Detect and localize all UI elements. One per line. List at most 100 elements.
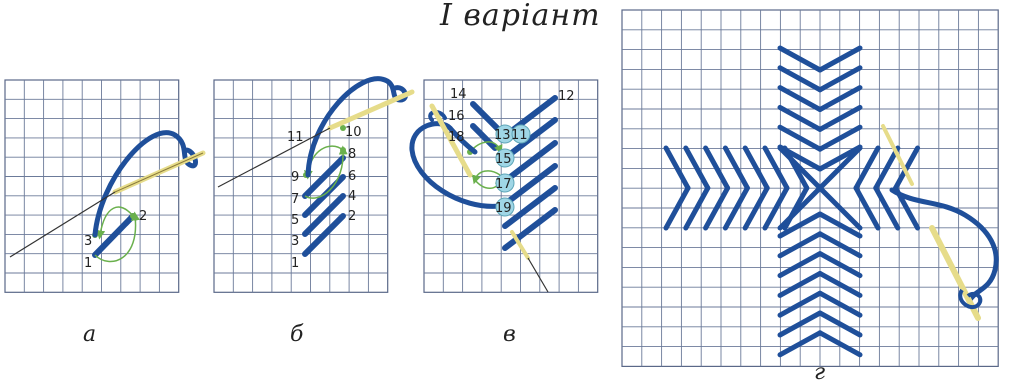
stitch: [777, 104, 823, 132]
stitch: [817, 124, 863, 152]
stitch: [817, 330, 863, 358]
stitch: [817, 211, 863, 239]
stitch: [777, 310, 823, 338]
stitch: [777, 145, 863, 231]
stitch: [873, 145, 901, 191]
stitch-number: 3: [84, 234, 92, 249]
thread: [958, 288, 983, 310]
point-marker: [495, 173, 515, 193]
stitch: [683, 145, 711, 191]
caption-g: г: [814, 360, 826, 385]
stitch: [777, 124, 823, 152]
stitch-number: 3: [291, 234, 299, 249]
stitch: [817, 85, 863, 113]
stitch: [817, 104, 863, 132]
stitch: [853, 185, 881, 231]
stitch: [817, 270, 863, 298]
stitch-number: 2: [348, 209, 356, 224]
variant-title: І варіант: [440, 0, 601, 33]
stitch: [470, 123, 498, 151]
thread: [92, 130, 198, 238]
stitch-point: [340, 125, 346, 131]
needle-shaft: [217, 127, 331, 188]
stitch: [777, 270, 823, 298]
stitch: [703, 145, 731, 191]
stitch: [502, 185, 558, 229]
stitch: [777, 330, 823, 358]
needle: [881, 124, 914, 186]
stitch: [703, 185, 731, 231]
stitch: [817, 290, 863, 318]
stitch-number: 11: [287, 130, 304, 145]
stitch-number: 1: [291, 256, 299, 271]
needle: [510, 230, 530, 260]
stitch: [722, 185, 750, 231]
stitch: [893, 145, 921, 191]
point-marker: [495, 148, 515, 168]
stitch-number: 2: [139, 209, 147, 224]
stitch-number: 19: [495, 201, 512, 216]
stitch-number: 16: [448, 109, 465, 124]
stitch-number: 9: [291, 170, 299, 185]
stitch: [302, 193, 346, 237]
guide-arrow: [471, 170, 501, 185]
needle-outline: [114, 152, 204, 193]
stitch-number: 18: [448, 130, 465, 145]
stitch: [502, 117, 558, 161]
thread: [889, 187, 999, 303]
thread: [409, 121, 503, 209]
panel-v: 12 14 16 18 13 11 15 17 19: [409, 87, 575, 293]
needle: [929, 225, 981, 321]
needle: [429, 103, 473, 178]
guide-arrow: [304, 145, 348, 199]
stitch: [663, 185, 691, 231]
stitch: [853, 145, 881, 191]
stitch: [502, 163, 558, 207]
stitch-number: 17: [495, 177, 512, 192]
panel-b: 1 2 3 4 5 6 7 8 9 10 11: [217, 76, 415, 271]
panel-g: [663, 45, 921, 358]
stitch-number: 11: [511, 128, 528, 143]
needle-shaft: [9, 191, 116, 258]
panel-a-grid: [4, 79, 180, 293]
stitch: [302, 213, 346, 257]
needle: [327, 89, 415, 131]
caption-b: б: [290, 322, 304, 347]
stitch: [777, 290, 823, 318]
stitch-number: 1: [84, 256, 92, 271]
stitch: [777, 45, 823, 73]
stitch: [817, 144, 863, 172]
point-marker: [495, 197, 515, 217]
stitch: [777, 251, 823, 279]
stitch: [722, 145, 750, 191]
stitch-number: 6: [348, 169, 356, 184]
stitch-number: 7: [291, 192, 299, 207]
stitch: [777, 231, 823, 259]
stitch: [683, 185, 711, 231]
stitch: [762, 185, 790, 231]
guide-arrow: [96, 206, 134, 240]
stitch: [817, 310, 863, 338]
stitch: [302, 174, 346, 218]
caption-a: а: [83, 322, 97, 347]
stitch: [663, 145, 691, 191]
stitch: [502, 140, 558, 184]
stitch: [302, 155, 346, 199]
stitch: [92, 213, 136, 258]
stitch-number: 13: [494, 128, 511, 143]
needle-shaft: [527, 257, 549, 293]
stitch: [502, 207, 558, 251]
stitch-number: 15: [495, 152, 512, 167]
guide-arrow: [94, 211, 140, 263]
stitch-number: 12: [558, 89, 575, 104]
stitch: [817, 231, 863, 259]
stitch-number: 5: [291, 213, 299, 228]
stitch: [873, 185, 901, 231]
point-marker: [511, 124, 531, 144]
stitch-number: 4: [348, 189, 356, 204]
panel-a: 1 2 3: [9, 130, 206, 271]
stitch-point: [340, 147, 346, 153]
stitch: [777, 211, 823, 239]
stitch: [777, 65, 823, 93]
